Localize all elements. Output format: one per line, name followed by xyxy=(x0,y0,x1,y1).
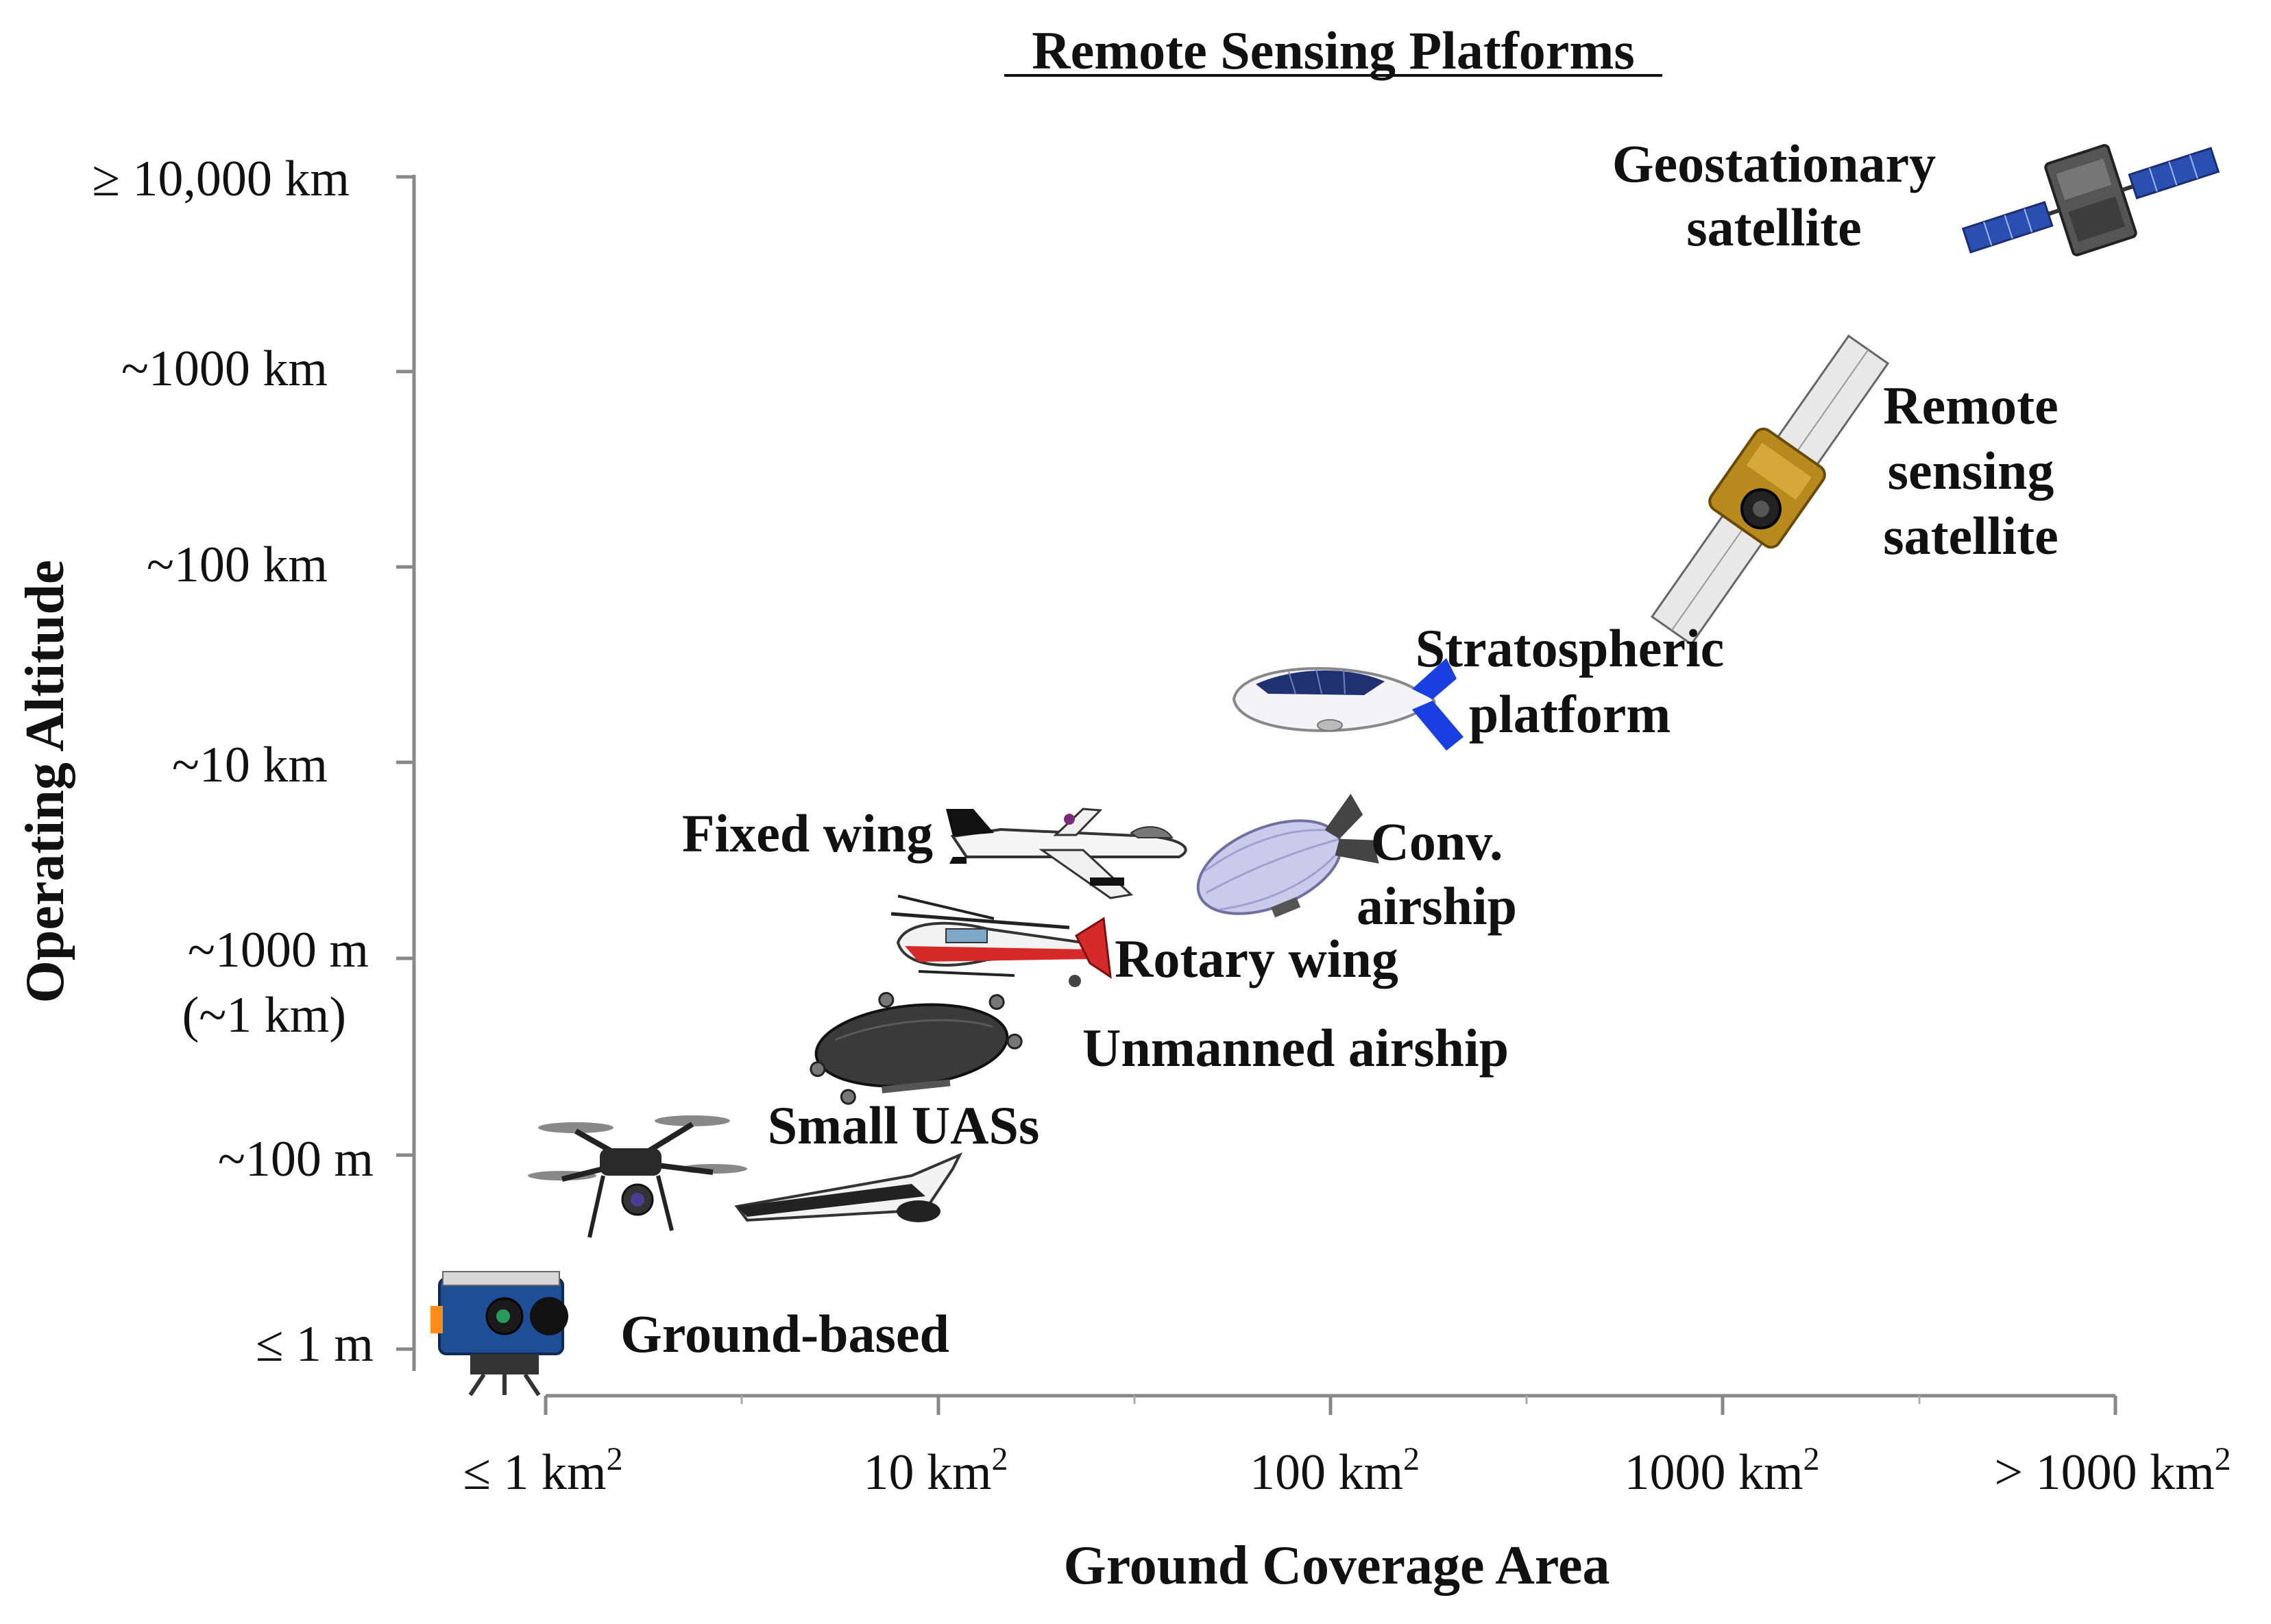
x-axis-title: Ground Coverage Area xyxy=(1064,1536,1610,1596)
platform-label-ground-based: Ground-based xyxy=(620,1304,949,1364)
stratospheric-airship-icon xyxy=(1232,658,1464,751)
y-tick-label: ≤ 1 m xyxy=(256,1316,374,1372)
geostationary-satellite-icon xyxy=(1961,144,2220,256)
platform-label-line: Geostationary xyxy=(1612,134,1936,193)
platform-label-line: platform xyxy=(1469,684,1671,744)
platform-label-fixed-wing: Fixed wing xyxy=(682,803,933,863)
platform-label-stratospheric-platform: Stratospheric platform xyxy=(1416,618,1725,744)
platform-label-conv-airship: Conv. airship xyxy=(1357,812,1517,936)
y-tick-label: ~100 m xyxy=(218,1131,374,1187)
y-axis xyxy=(396,175,416,1371)
drone-icon xyxy=(528,1115,747,1238)
flying-wing-uas-icon xyxy=(734,1152,963,1222)
platform-label-line: airship xyxy=(1357,876,1517,936)
y-tick-label: ~1000 m xyxy=(188,922,369,978)
x-tick-label: 100 km2 xyxy=(1250,1441,1420,1501)
y-tick-label: (~1 km) xyxy=(182,987,346,1043)
y-axis-title: Operating Altitude xyxy=(15,560,75,1004)
helicopter-icon xyxy=(890,895,1112,987)
remote-sensing-satellite-icon xyxy=(1650,334,1890,646)
conventional-airship-icon xyxy=(1196,793,1379,918)
platform-label-line: satellite xyxy=(1686,197,1862,257)
platform-label-remote-sensing-satellite: Remote sensing satellite xyxy=(1883,376,2059,566)
fixed-wing-aircraft-icon xyxy=(946,808,1187,899)
y-tick-label: ~100 km xyxy=(147,537,328,593)
platform-label-geostationary-satellite: Geostationary satellite xyxy=(1612,134,1936,257)
x-tick-label: 10 km2 xyxy=(863,1441,1008,1501)
x-tick-label: ≤ 1 km2 xyxy=(463,1441,622,1501)
unmanned-airship-icon xyxy=(810,992,1023,1105)
x-axis xyxy=(544,1394,2117,1415)
diagram-title: Remote Sensing Platforms xyxy=(1032,21,1635,80)
y-tick-label: ~1000 km xyxy=(121,341,328,397)
platform-label-line: Stratospheric xyxy=(1416,618,1725,678)
platform-label-line: sensing xyxy=(1888,441,2054,500)
platform-label-line: satellite xyxy=(1883,506,2059,566)
platform-label-small-uas: Small UASs xyxy=(768,1095,1040,1155)
platform-label-line: Conv. xyxy=(1371,812,1503,871)
ground-sensor-icon xyxy=(430,1271,568,1396)
platform-label-line: Remote xyxy=(1883,376,2059,435)
y-tick-label: ~10 km xyxy=(172,737,328,793)
platform-label-unmanned-airship: Unmanned airship xyxy=(1082,1018,1509,1078)
platform-label-rotary-wing: Rotary wing xyxy=(1115,929,1398,989)
x-tick-label: 1000 km2 xyxy=(1624,1441,1819,1501)
y-tick-label: ≥ 10,000 km xyxy=(92,151,350,207)
x-tick-label: > 1000 km2 xyxy=(1994,1441,2231,1501)
